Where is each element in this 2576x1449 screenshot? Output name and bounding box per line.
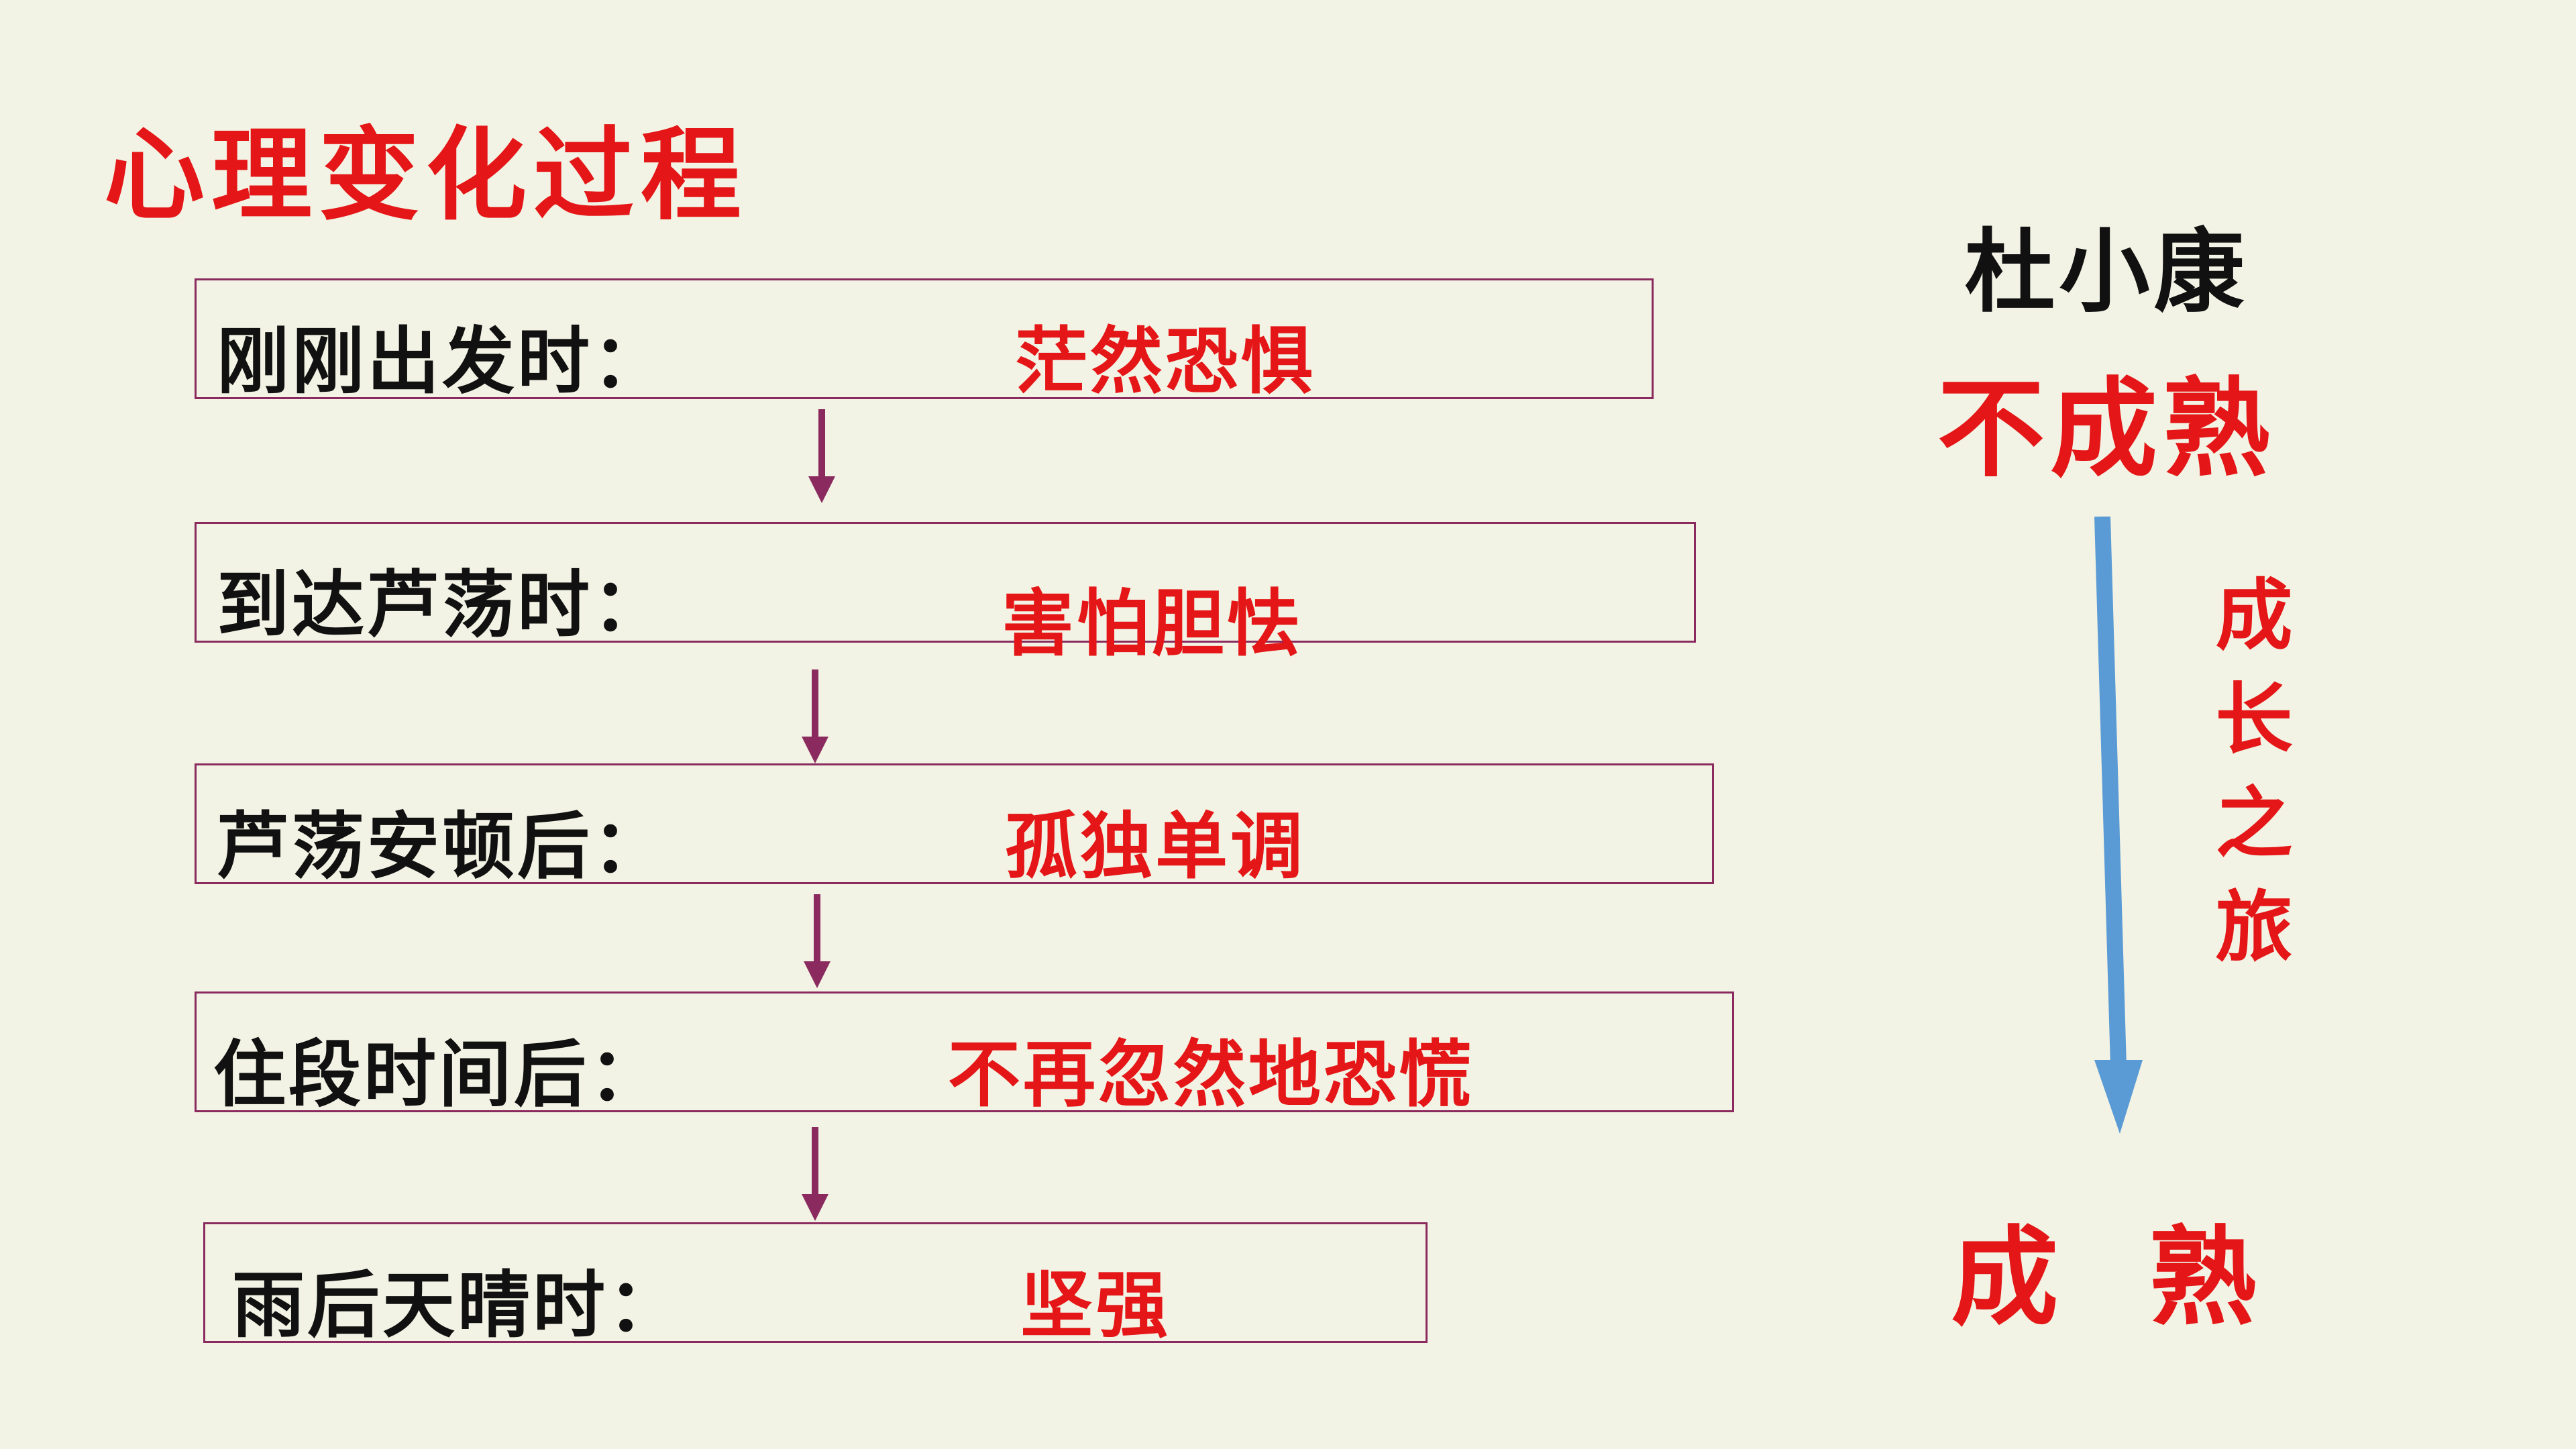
stage-feeling: 害怕胆怯 (1002, 582, 1303, 666)
stage-label: 住段时间后： (213, 1032, 665, 1117)
character-name: 杜小康 (1964, 218, 2249, 325)
down-arrow-icon (802, 1127, 828, 1221)
stage-feeling: 茫然恐惧 (1015, 319, 1316, 404)
stage-label: 雨后天晴时： (232, 1263, 684, 1348)
start-state: 不成熟 (1937, 366, 2275, 492)
growth-arrow-icon (2094, 517, 2143, 1134)
down-arrow-icon (804, 894, 830, 988)
journey-char: 长 (2215, 674, 2293, 765)
stage-feeling: 坚强 (1020, 1263, 1171, 1348)
stage-feeling: 孤独单调 (1005, 804, 1306, 889)
journey-char: 之 (2215, 778, 2293, 869)
end-state: 成 熟 (1951, 1214, 2262, 1340)
journey-char: 成 (2215, 570, 2293, 661)
stage-box: 雨后天晴时： 坚强 (203, 1222, 1428, 1348)
stage-label: 到达芦荡时： (217, 563, 668, 647)
journey-label: 成 长 之 旅 (2207, 564, 2301, 979)
down-arrow-icon (808, 409, 835, 503)
journey-char: 旅 (2215, 882, 2293, 973)
stage-label: 刚刚出发时： (217, 319, 668, 404)
stage-box: 刚刚出发时： 茫然恐惧 (195, 278, 1654, 404)
stage-label: 芦荡安顿后： (217, 804, 668, 889)
diagram-title: 心理变化过程 (104, 116, 749, 234)
stage-box: 芦荡安顿后： 孤独单调 (195, 763, 1714, 889)
stage-box: 到达芦荡时： 害怕胆怯 (195, 522, 1696, 666)
stage-box: 住段时间后： 不再忽然地恐慌 (195, 991, 1734, 1117)
down-arrow-icon (802, 669, 828, 763)
stage-feeling: 不再忽然地恐慌 (948, 1032, 1474, 1117)
